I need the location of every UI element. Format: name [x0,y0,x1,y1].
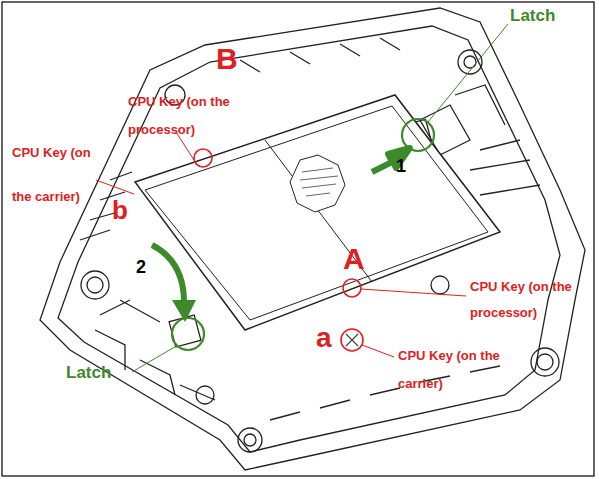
key-letter: b [112,195,142,225]
key-label: CPU Key (on the carrier) [398,342,520,398]
leader-lines [96,132,466,357]
key-label: CPU Key (on the processor) [470,274,595,326]
rotate-arrow [152,245,184,305]
callout-number: 1 [396,155,416,177]
latch-label: Latch [66,362,146,384]
callout-number: 2 [136,256,156,278]
latch-circles [172,119,434,350]
frame-border [2,2,594,476]
key-letter: A [343,242,379,276]
key-label: CPU Key (on the processor) [128,88,248,144]
latch-label: Latch [510,5,590,27]
carrier-outline [40,8,585,470]
key-letter: B [216,42,256,76]
key-circles [194,149,363,351]
key-label: CPU Key (on the carrier) [12,131,104,219]
rotate-arrow-head [172,300,196,322]
key-letter: a [316,322,346,354]
latch-leaders [132,24,508,372]
